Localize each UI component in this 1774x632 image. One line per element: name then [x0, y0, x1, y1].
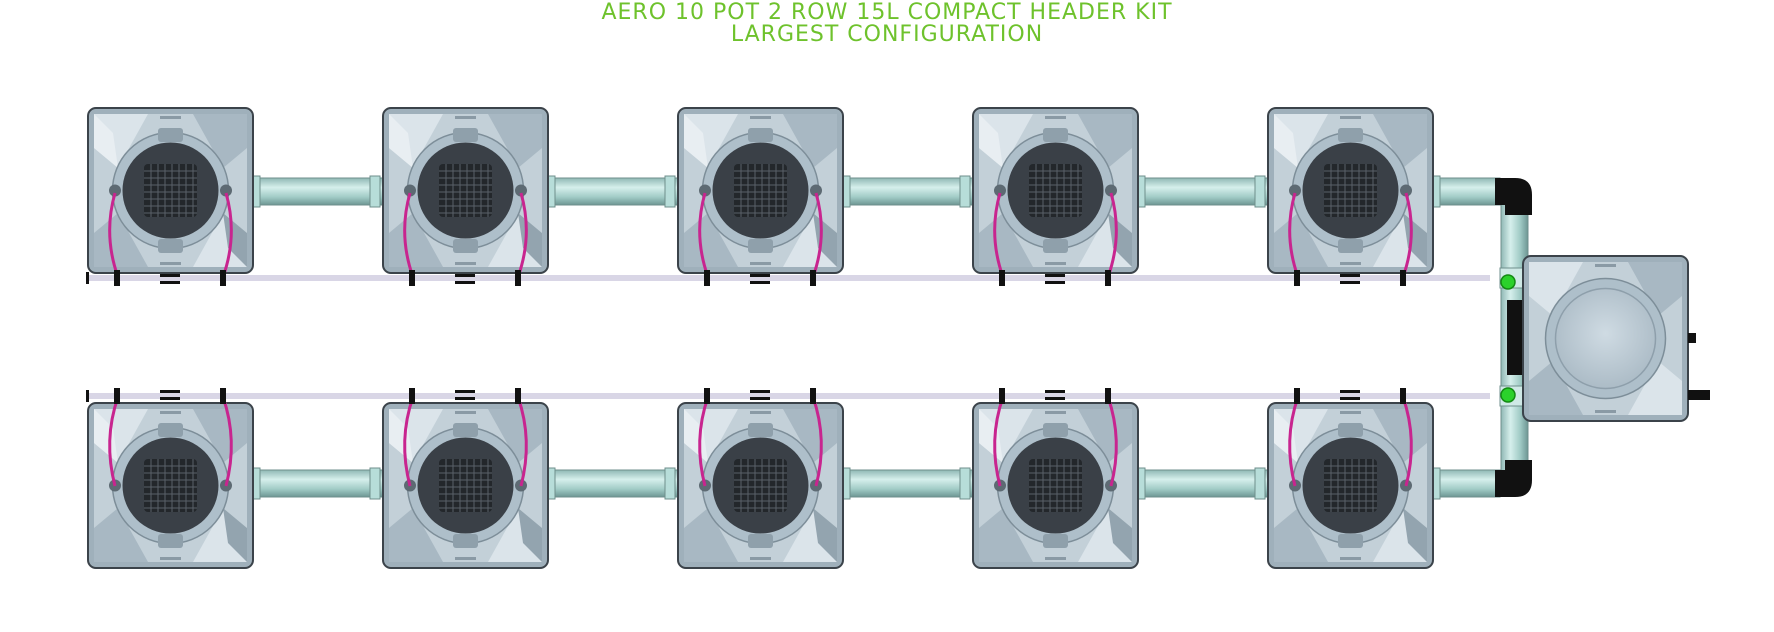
pot-bottom-1	[87, 402, 254, 569]
diagram-title: AERO 10 POT 2 ROW 15L COMPACT HEADER KIT…	[0, 2, 1774, 46]
top-drip-assemblies	[108, 192, 1413, 278]
top-elbow	[1495, 178, 1532, 215]
title-line-2: LARGEST CONFIGURATION	[730, 22, 1044, 47]
pot-bottom-2	[382, 402, 549, 569]
title-line-1: AERO 10 POT 2 ROW 15L COMPACT HEADER KIT	[601, 0, 1173, 25]
pot-top-2	[382, 107, 549, 274]
bottom-elbow	[1495, 460, 1532, 497]
pot-top-5	[1267, 107, 1434, 274]
bottom-fitting	[1500, 387, 1516, 403]
bottom-drip-assemblies	[108, 396, 1413, 487]
pot-bottom-4	[972, 402, 1139, 569]
top-fitting	[1500, 274, 1516, 290]
pot-bottom-3	[677, 402, 844, 569]
feed-lines	[86, 272, 1490, 402]
pot-bottom-5	[1267, 402, 1434, 569]
feed-line-clips	[114, 270, 1406, 404]
pot-top-4	[972, 107, 1139, 274]
pot-top-1	[87, 107, 254, 274]
header-tank	[1522, 255, 1710, 422]
feed-fittings	[1500, 274, 1516, 403]
pot-top-3	[677, 107, 844, 274]
